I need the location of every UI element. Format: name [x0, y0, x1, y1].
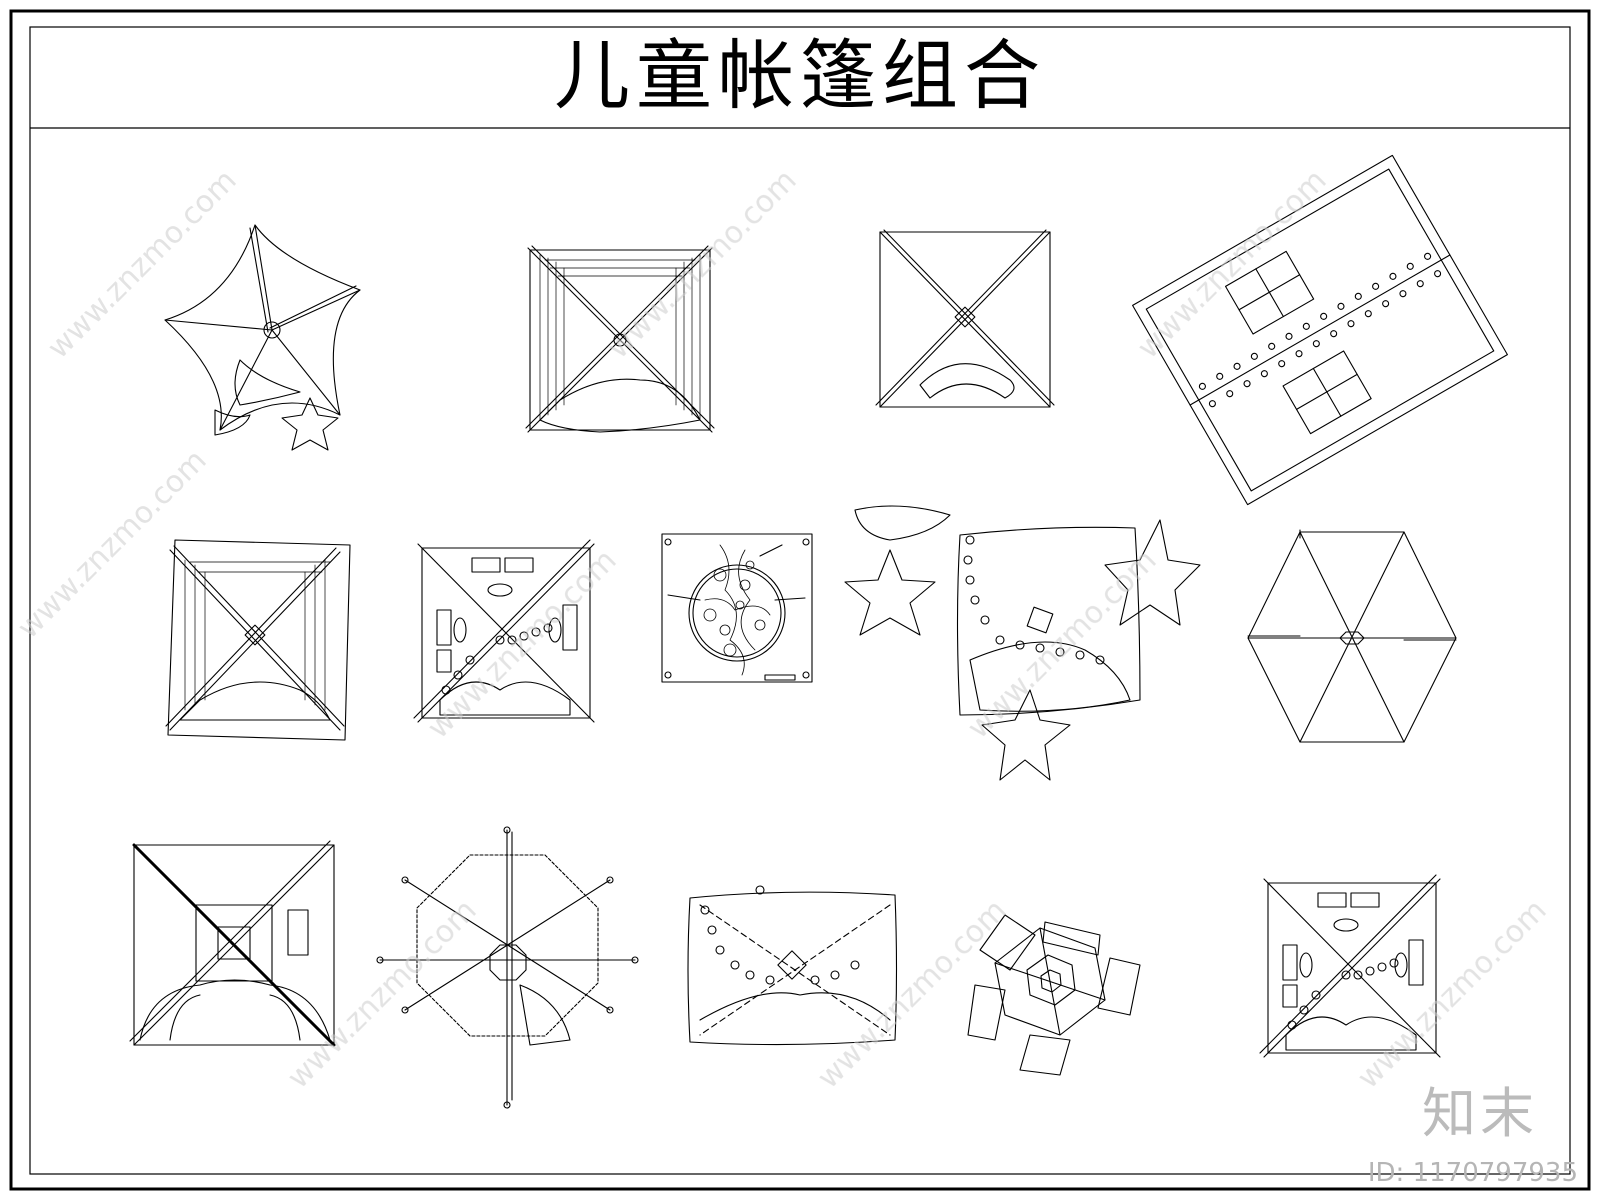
tent-plan-hexagon — [1247, 529, 1457, 743]
tent-plan-rectangle-canopy — [687, 885, 898, 1046]
tent-plan-octagon — [376, 826, 639, 1109]
watermark-text: www.znzmo.com — [1131, 163, 1334, 366]
watermark-text: www.znzmo.com — [41, 163, 244, 366]
tent-plan-star-cushions — [844, 505, 1201, 781]
tent-plan-pentagon — [164, 224, 361, 451]
tent-plan-round-foliage — [661, 533, 813, 683]
watermark-text: www.znzmo.com — [281, 893, 484, 1096]
tent-plan-square-lights-2 — [1259, 874, 1441, 1058]
page-title: 儿童帐篷组合 — [554, 31, 1046, 120]
watermark-brand: 知末 — [1422, 1082, 1538, 1145]
outer-frame — [9, 9, 1591, 1191]
tent-plan-square-x — [875, 229, 1055, 408]
watermark-id: ID: 1170797935 — [1367, 1158, 1578, 1188]
watermark-text: www.znzmo.com — [11, 443, 214, 646]
tent-plan-square-x-bold — [129, 840, 336, 1047]
tent-plan-square-draped — [525, 245, 715, 433]
tent-plan-hexagon-panels — [967, 914, 1141, 1076]
inner-frame — [29, 26, 1571, 1175]
tent-plan-square-draped-2 — [165, 539, 351, 741]
tent-plan-rectangle-lights — [1132, 154, 1508, 506]
tent-plan-square-lights — [413, 539, 595, 723]
watermark-text: www.znzmo.com — [961, 543, 1164, 746]
watermark-text: www.znzmo.com — [1351, 893, 1554, 1096]
watermark-text: www.znzmo.com — [601, 163, 804, 366]
